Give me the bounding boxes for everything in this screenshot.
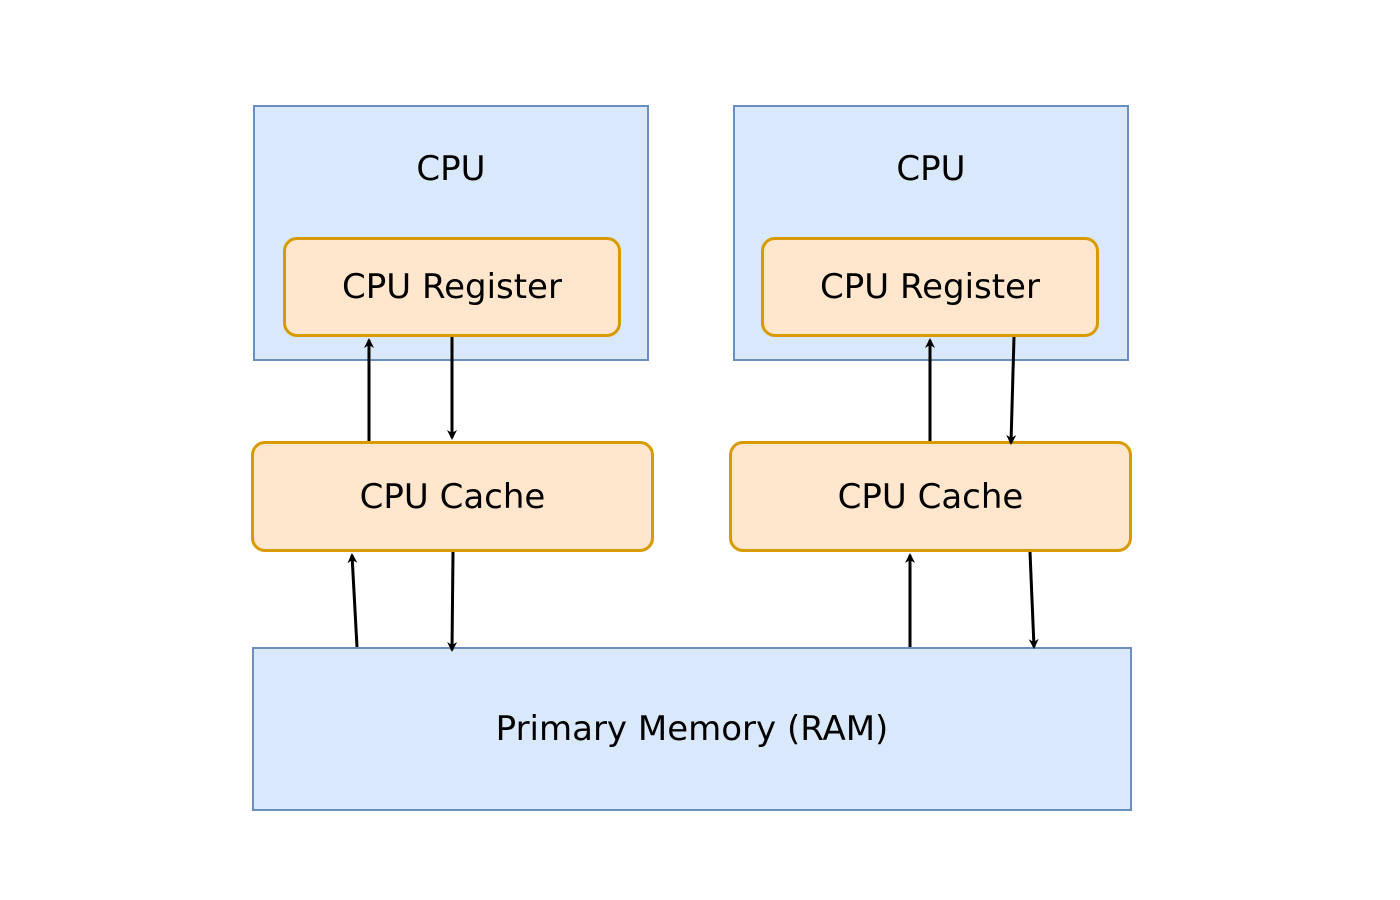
arrow-right-cache-to-ram (1028, 551, 1039, 649)
cpu-cache-right: CPU Cache (729, 441, 1132, 552)
arrow-left-cache-to-ram (447, 551, 458, 652)
cpu-right-label: CPU (896, 149, 966, 189)
primary-memory: Primary Memory (RAM) (252, 647, 1132, 811)
cpu-register-right: CPU Register (761, 237, 1099, 337)
arrow-left-ram-to-cache (347, 553, 359, 648)
cpu-register-left-label: CPU Register (342, 267, 562, 307)
cpu-cache-left-label: CPU Cache (359, 476, 546, 517)
cpu-cache-left: CPU Cache (251, 441, 654, 552)
primary-memory-label: Primary Memory (RAM) (495, 709, 889, 749)
cpu-cache-right-label: CPU Cache (837, 476, 1024, 517)
cpu-register-right-label: CPU Register (820, 267, 1040, 307)
cpu-register-left: CPU Register (283, 237, 621, 337)
cpu-left-label: CPU (416, 149, 486, 189)
